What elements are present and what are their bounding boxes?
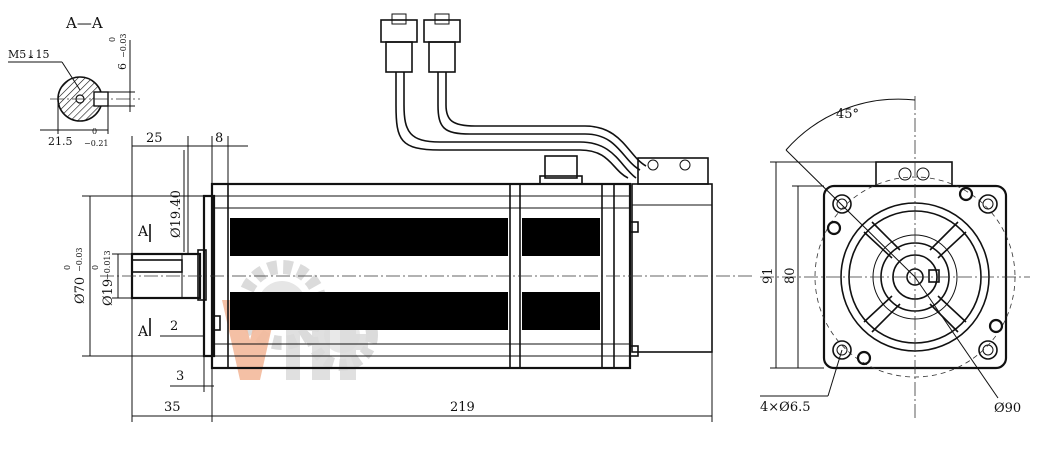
tap-callout: M5⤓15	[8, 48, 49, 61]
mount-hole	[832, 340, 852, 360]
dim-shaft-length: 35	[164, 400, 181, 415]
dim-pilot-dia: Ø19.40	[169, 190, 184, 238]
dim-height-outer: 91	[761, 267, 776, 284]
mount-hole	[978, 194, 998, 214]
section-marker-top: A	[137, 224, 149, 240]
dim-pcd: Ø90	[994, 401, 1021, 416]
dim-flange-thickness: 8	[215, 131, 223, 146]
dim-spigot-dia: Ø70	[73, 277, 88, 304]
key-width-tol-upper: 0	[108, 37, 117, 42]
dim-shaft-dia: Ø19	[101, 279, 116, 306]
connector-right	[423, 13, 461, 105]
section-a-a: A—A M5⤓15 6 0 −0.03 21.5 0 −0.21	[8, 14, 140, 148]
key-depth-tol-lower: −0.21	[84, 139, 109, 148]
connector-left	[380, 13, 418, 105]
key-depth-label: 21.5	[48, 135, 73, 148]
side-view: A A 25 8 Ø19.40 Ø70 0 −0.03 Ø19 0 −0.013…	[63, 13, 755, 422]
dim-spigot-tol-upper: 0	[63, 265, 72, 270]
mount-hole	[978, 340, 998, 360]
dim-spigot-tol-lower: −0.03	[75, 247, 84, 272]
dim-shaft-tol-upper: 0	[91, 265, 100, 270]
mount-hole	[832, 194, 852, 214]
key-width-tol-lower: −0.03	[119, 33, 128, 58]
dim-height-inner: 80	[783, 267, 798, 284]
section-title: A—A	[65, 14, 103, 32]
dim-shaft-tol-lower: −0.013	[103, 250, 112, 280]
dim-flange-offset: 25	[146, 131, 163, 146]
dim-step-3: 3	[176, 369, 184, 384]
front-view: 45° 91 80 4×Ø6.5 Ø90	[760, 96, 1030, 420]
dim-holes: 4×Ø6.5	[760, 400, 811, 415]
dim-body-length: 219	[450, 400, 475, 415]
key-width-label: 6	[116, 63, 129, 70]
key-depth-tol-upper: 0	[92, 127, 97, 136]
section-marker-bottom: A	[137, 324, 149, 340]
dim-step-2: 2	[170, 319, 178, 334]
dim-angle: 45°	[836, 107, 859, 122]
